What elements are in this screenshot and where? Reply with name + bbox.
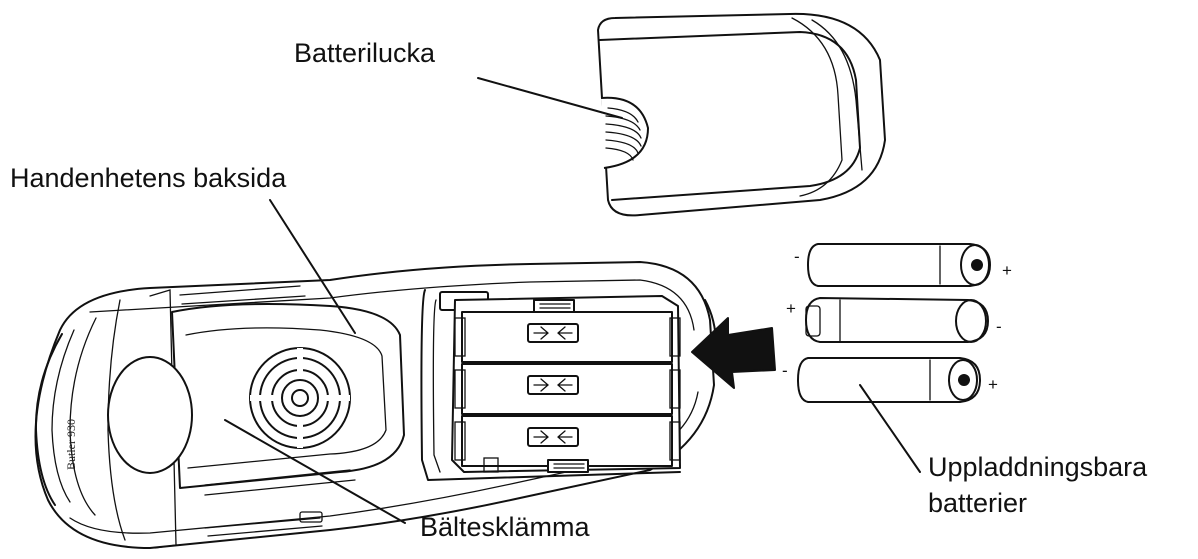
- label-batteries-line1: Uppladdningsbara: [928, 452, 1148, 482]
- label-handset-back: Handenhetens baksida: [10, 163, 287, 193]
- battery3-right-sign: +: [988, 375, 998, 394]
- label-batteries-line2: batterier: [928, 488, 1028, 518]
- grip-ridges: [605, 107, 642, 161]
- insert-arrow: [691, 317, 776, 389]
- battery1-left-sign: -: [794, 247, 800, 266]
- leader-belt-clip: [224, 419, 406, 524]
- leader-handset-back: [269, 199, 356, 334]
- battery2-right-sign: -: [996, 317, 1002, 336]
- battery-2: [805, 297, 989, 343]
- leader-batteries: [859, 384, 921, 473]
- belt-clip: [171, 303, 405, 489]
- label-belt-clip: Bälteskläm­ma: [420, 512, 590, 542]
- battery-1: [807, 243, 991, 287]
- battery1-right-sign: +: [1002, 261, 1012, 280]
- battery-compartment: [439, 291, 681, 473]
- battery-cover: [597, 12, 886, 217]
- oval-window: [107, 356, 193, 474]
- battery3-left-sign: -: [782, 361, 788, 380]
- device-brand-label: Butler 930: [64, 419, 78, 470]
- battery2-left-sign: +: [786, 299, 796, 318]
- leader-battery-cover: [477, 77, 623, 119]
- label-battery-cover: Batterilucka: [294, 38, 436, 68]
- speaker-grille-icon: [249, 347, 351, 449]
- battery-3: [797, 357, 981, 403]
